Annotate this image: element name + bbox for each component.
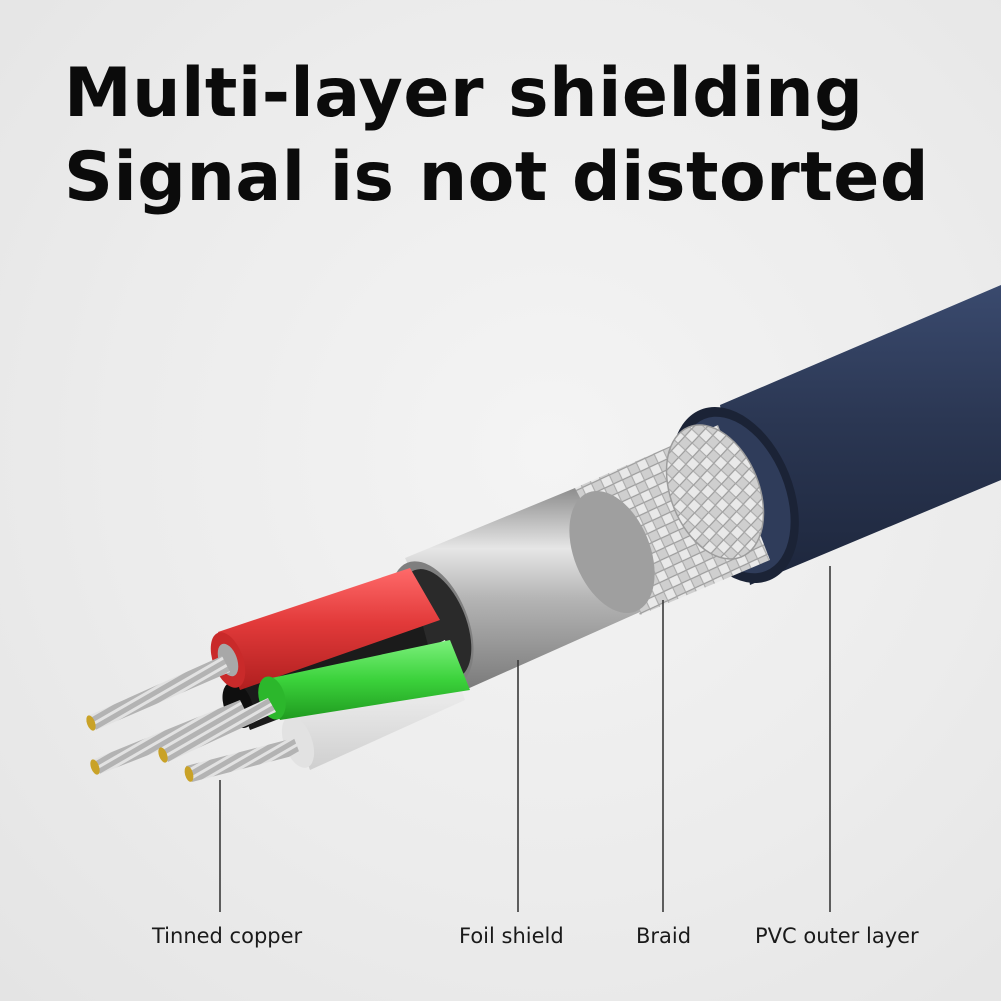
headline: Multi-layer shielding Signal is not dist…	[64, 52, 929, 220]
label-braid: Braid	[636, 924, 692, 948]
label-foil-shield: Foil shield	[459, 924, 564, 948]
headline-line-1: Multi-layer shielding	[64, 54, 864, 133]
label-tinned-copper: Tinned copper	[152, 924, 303, 948]
label-pvc-outer-layer: PVC outer layer	[755, 924, 919, 948]
copper-tips	[86, 715, 194, 782]
tinned-copper-strands	[88, 656, 300, 782]
leader-lines	[219, 566, 831, 912]
headline-line-2: Signal is not distorted	[64, 138, 930, 217]
